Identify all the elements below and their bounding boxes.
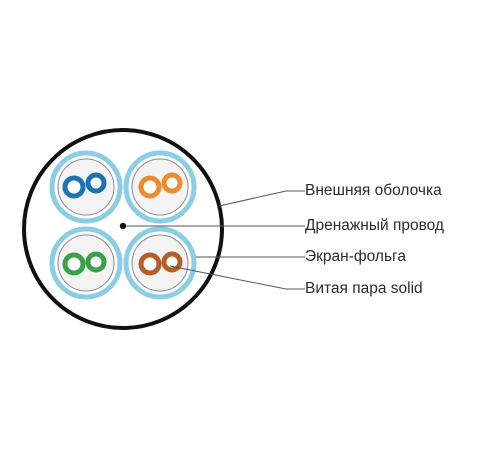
- colored-conductor: [62, 175, 86, 199]
- label-outer-sheath: Внешняя оболочка: [305, 182, 442, 199]
- label-twisted-pair: Витая пара solid: [305, 280, 423, 297]
- white-conductor: [161, 251, 183, 273]
- drain-wire: [119, 222, 127, 230]
- pair-top-left: [49, 150, 123, 224]
- label-foil-shield: Экран-фольга: [305, 248, 406, 265]
- label-drain-wire: Дренажный провод: [305, 217, 444, 234]
- colored-conductor: [138, 175, 162, 199]
- callout-line-twisted-pair: [169, 265, 305, 290]
- pair-bottom-right: [123, 226, 197, 300]
- pair-jacket: [57, 158, 115, 216]
- callout-line-outer-sheath: [218, 190, 305, 207]
- colored-conductor: [62, 252, 86, 276]
- pair-bottom-left: [49, 226, 123, 300]
- white-conductor: [85, 172, 107, 194]
- pair-top-right: [123, 150, 197, 224]
- white-conductor: [85, 251, 107, 273]
- colored-conductor: [138, 252, 162, 276]
- white-conductor: [161, 172, 183, 194]
